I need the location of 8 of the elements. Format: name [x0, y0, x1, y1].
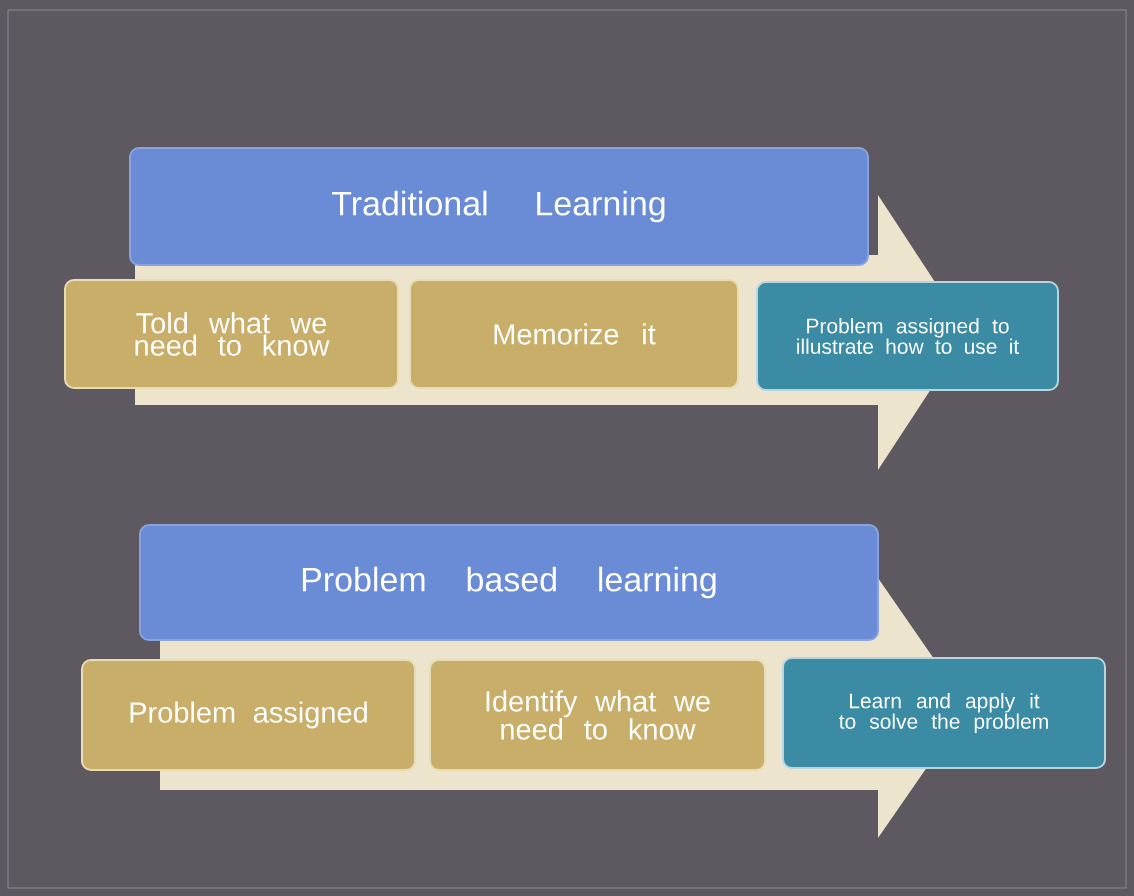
step-box: Problem assigned: [81, 659, 416, 771]
heading-box: Traditional Learning: [129, 147, 869, 266]
step-box: Told what we need to know: [64, 279, 399, 389]
step-box: Memorize it: [409, 279, 739, 389]
result-box: Learn and apply it to solve the problem: [782, 657, 1106, 769]
step-box: Identify what we need to know: [429, 659, 766, 771]
result-box: Problem assigned to illustrate how to use it: [756, 281, 1059, 391]
heading-box: Problem based learning: [139, 524, 879, 641]
